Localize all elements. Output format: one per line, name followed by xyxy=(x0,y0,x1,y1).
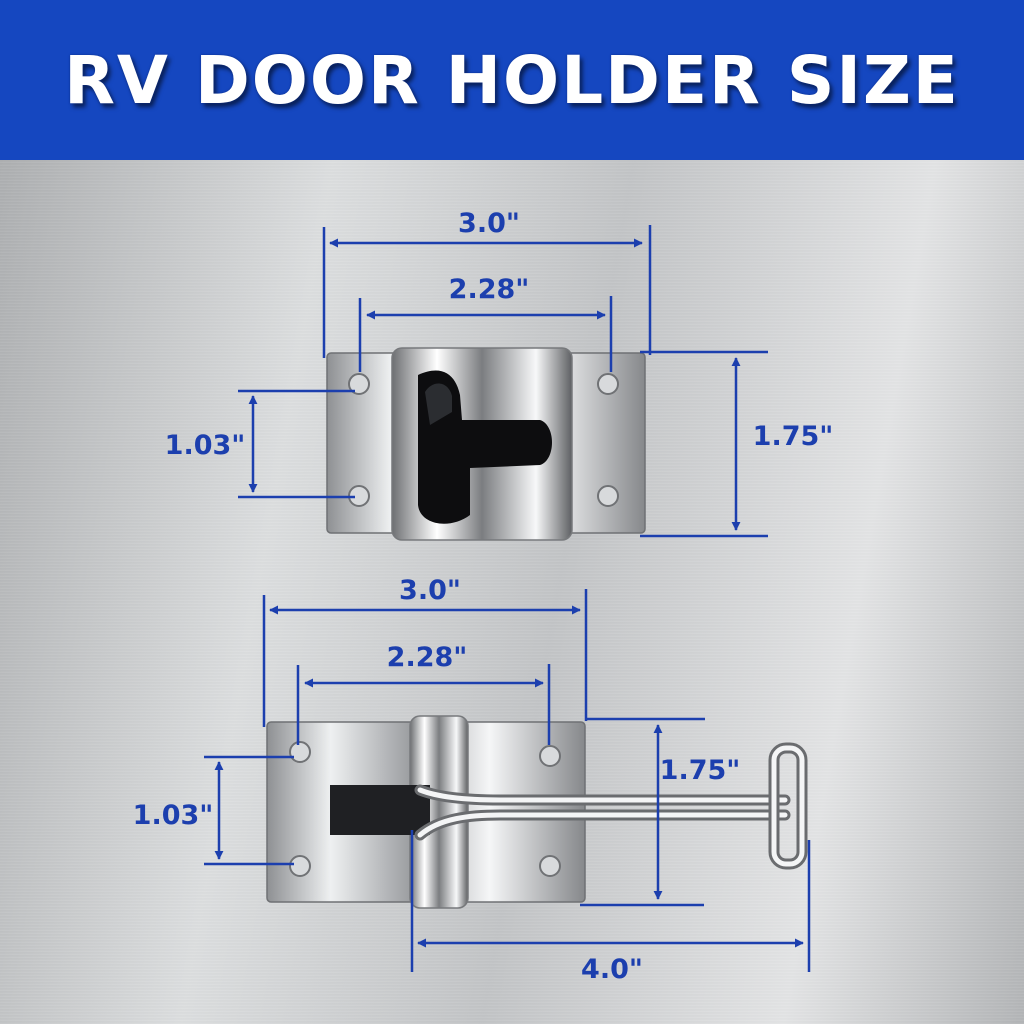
mount-hole xyxy=(539,855,561,877)
catch-vertical-spacing-label: 1.03" xyxy=(165,430,246,461)
mount-hole xyxy=(597,373,619,395)
catch-bracket xyxy=(326,347,646,541)
t-hook xyxy=(414,742,808,870)
mount-hole xyxy=(597,485,619,507)
hook-length-label: 4.0" xyxy=(581,954,643,985)
hook-vertical-spacing-label: 1.03" xyxy=(133,800,214,831)
catch-height-label: 1.75" xyxy=(753,421,834,452)
hook-height-label: 1.75" xyxy=(660,755,741,786)
hook-hole-spacing-label: 2.28" xyxy=(387,642,468,673)
catch-hole-spacing-label: 2.28" xyxy=(449,274,530,305)
page-title: RV DOOR HOLDER SIZE xyxy=(64,41,960,119)
mount-hole xyxy=(539,745,561,767)
hook-width-label: 3.0" xyxy=(399,575,461,606)
mount-hole xyxy=(348,373,370,395)
catch-width-label: 3.0" xyxy=(458,208,520,239)
hook-dimensions xyxy=(204,589,811,972)
mount-hole xyxy=(289,855,311,877)
catch-dimensions xyxy=(238,225,768,538)
title-banner: RV DOOR HOLDER SIZE xyxy=(0,0,1024,160)
mount-hole xyxy=(289,741,311,763)
hook-bracket xyxy=(266,715,586,909)
